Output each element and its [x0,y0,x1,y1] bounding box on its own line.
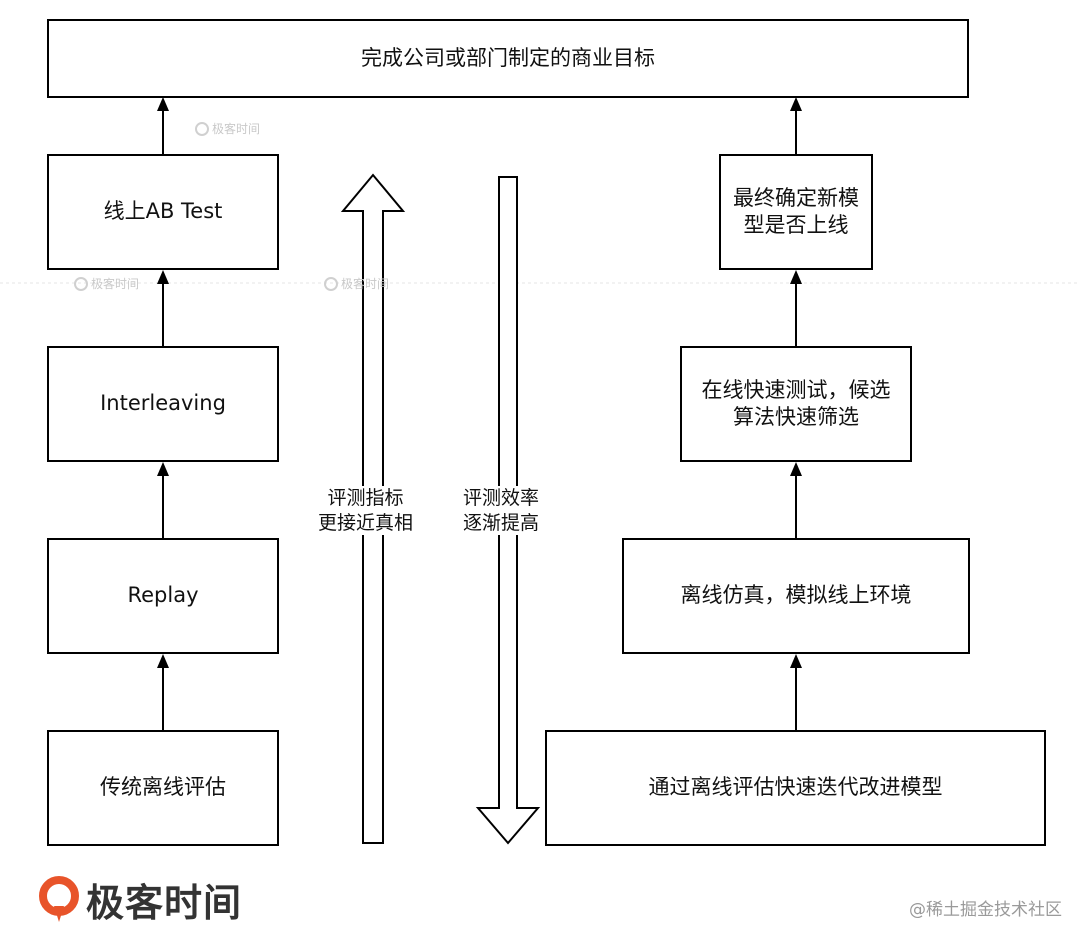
business-goal-box: 完成公司或部门制定的商业目标 [47,19,969,98]
down-arrow-label: 评测效率 逐渐提高 [463,486,540,536]
iterate-label: 通过离线评估快速迭代改进模型 [648,775,943,800]
replay-label: Replay [127,583,199,608]
geektime-logo: 极客时间 [38,872,242,927]
watermark: 极客时间 [195,120,260,137]
online-test-line1: 在线快速测试，候选 [701,377,891,402]
up-arrow-label-line1: 评测指标 [318,486,414,511]
watermark: 极客时间 [74,275,139,292]
ab-test-label: 线上AB Test [103,199,223,224]
simulation-label: 离线仿真，模拟线上环境 [680,583,912,608]
simulation-box: 离线仿真，模拟线上环境 [622,538,970,654]
geektime-logo-text: 极客时间 [86,881,243,925]
up-arrow-label-line2: 更接近真相 [318,510,414,536]
interleaving-box: Interleaving [47,346,279,462]
ab-test-box: 线上AB Test [47,154,279,270]
final-decision-line2: 型是否上线 [743,213,849,237]
offline-eval-label: 传统离线评估 [100,775,226,800]
source-credit: @稀土掘金技术社区 [909,900,1062,920]
up-arrow-label: 评测指标 更接近真相 [318,486,414,536]
replay-box: Replay [47,538,279,654]
interleaving-label: Interleaving [100,391,226,416]
business-goal-label: 完成公司或部门制定的商业目标 [361,45,655,70]
iterate-box: 通过离线评估快速迭代改进模型 [545,730,1046,846]
watermark: 极客时间 [324,275,389,292]
final-decision-box: 最终确定新模 型是否上线 [719,154,873,270]
offline-eval-box: 传统离线评估 [47,730,279,846]
geektime-logo-icon [39,875,79,922]
final-decision-line1: 最终确定新模 [733,185,859,210]
down-arrow-label-line2: 逐渐提高 [463,510,540,536]
online-test-line2: 算法快速筛选 [733,405,859,429]
online-test-box: 在线快速测试，候选 算法快速筛选 [680,346,912,462]
down-arrow-label-line1: 评测效率 [463,486,540,511]
